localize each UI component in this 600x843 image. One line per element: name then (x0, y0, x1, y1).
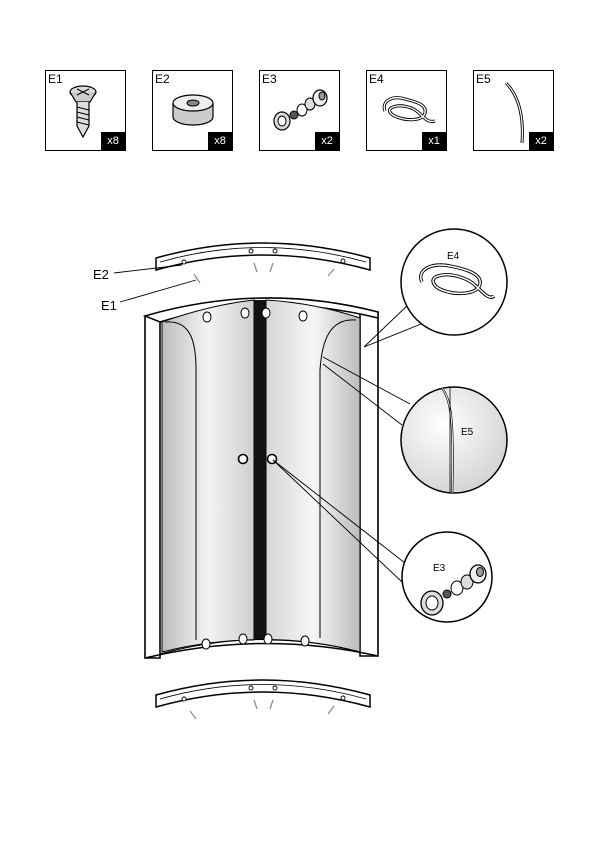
detail-e4: E4 (363, 228, 508, 348)
bottom-track (155, 679, 371, 720)
part-quantity: x1 (422, 132, 446, 150)
part-code: E1 (48, 72, 63, 86)
e2-label: E2 (93, 267, 109, 282)
coiled-seal-strip-icon (382, 96, 436, 124)
part-quantity: x2 (315, 132, 339, 150)
detail-e3: E3 (272, 459, 493, 623)
part-quantity: x8 (208, 132, 232, 150)
part-code: E2 (155, 72, 170, 86)
coiled-seal-strip-icon (419, 263, 496, 299)
part-e2-box: E2 x8 (152, 70, 233, 151)
left-handle (237, 453, 249, 465)
handle-knob-assembly-icon (273, 89, 328, 131)
parts-legend: E1 x8 E2 x8 E3 x2 E4 (45, 70, 557, 154)
screw-arrows-bottom (189, 699, 335, 720)
shower-enclosure (142, 297, 379, 659)
curved-seal-strip-icon (504, 81, 524, 144)
e1-leader (119, 279, 197, 303)
part-quantity: x2 (529, 132, 553, 150)
part-e1-box: E1 x8 (45, 70, 126, 151)
top-track (155, 242, 371, 284)
part-e4-box: E4 x1 (366, 70, 447, 151)
part-code: E4 (369, 72, 384, 86)
part-e5-box: E5 x2 (473, 70, 554, 151)
part-e3-box: E3 x2 (259, 70, 340, 151)
e4-detail-label: E4 (447, 251, 460, 262)
e3-detail-label: E3 (433, 563, 446, 574)
handle-knob-assembly-icon (420, 564, 487, 616)
e5-detail-label: E5 (461, 427, 474, 438)
cap-washer-icon (172, 94, 214, 126)
e1-label: E1 (101, 298, 117, 313)
e2-leader (113, 264, 183, 274)
part-code: E3 (262, 72, 277, 86)
screw-arrows-top (193, 262, 335, 284)
part-quantity: x8 (101, 132, 125, 150)
part-code: E5 (476, 72, 491, 86)
detail-e5: E5 (322, 356, 508, 494)
countersunk-screw-icon (69, 85, 97, 139)
